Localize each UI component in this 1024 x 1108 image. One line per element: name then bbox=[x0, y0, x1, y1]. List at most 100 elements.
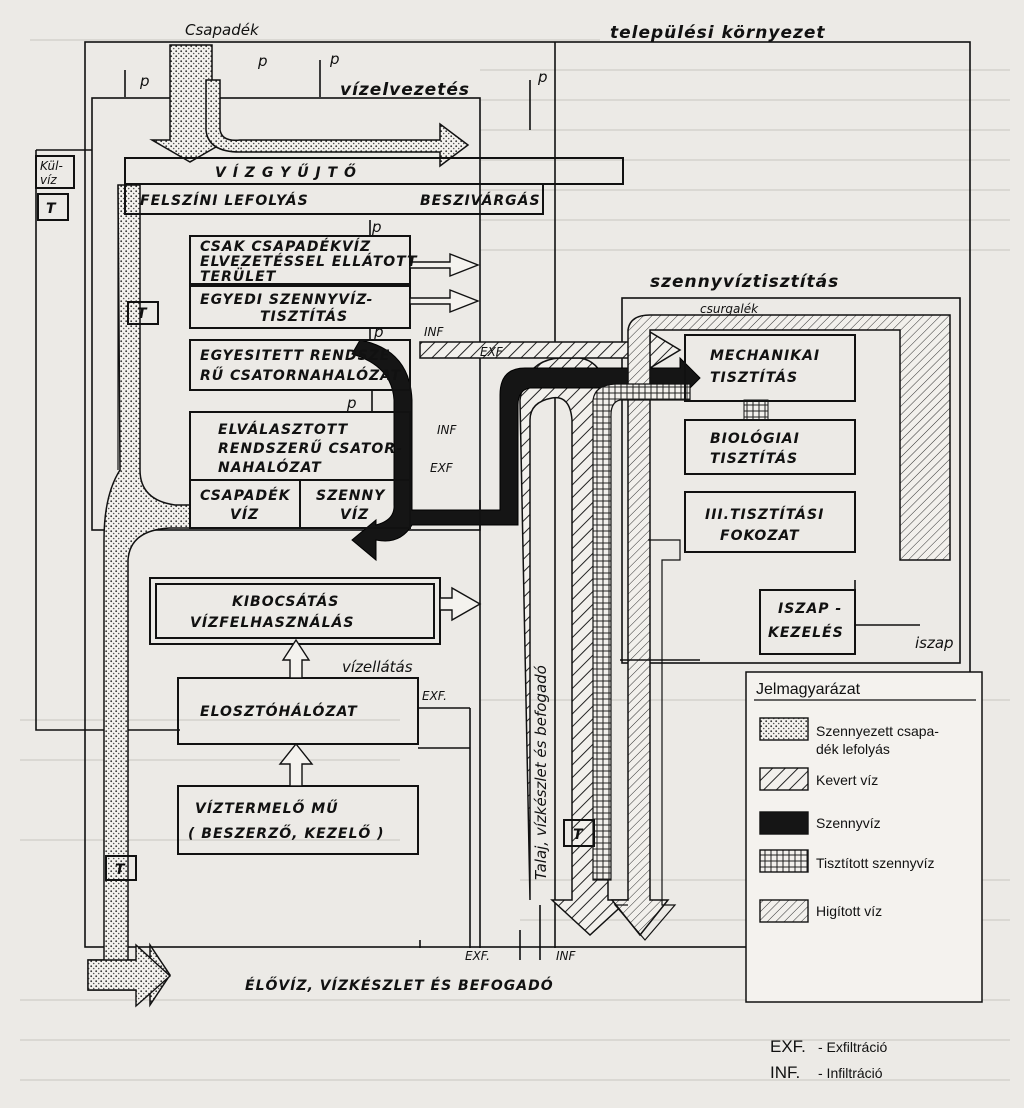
waterworks-label-2: ( BESZERZŐ, KEZELŐ ) bbox=[188, 824, 385, 842]
t-marker-1 bbox=[37, 193, 69, 221]
water-supply-label: vízellátás bbox=[342, 658, 413, 676]
csurgalek-label: csurgalék bbox=[700, 302, 759, 316]
river-outflow-arrow bbox=[87, 943, 172, 1008]
kul-viz-label-2: víz bbox=[40, 173, 57, 187]
legend-swatch-dotted bbox=[759, 717, 809, 741]
connector-lines bbox=[124, 60, 920, 960]
combined-label-1: EGYESITETT RENDSZE bbox=[200, 348, 390, 364]
individual-treatment-box bbox=[189, 285, 411, 329]
t-label-1: T bbox=[46, 201, 57, 217]
exf-label-4: EXF. bbox=[465, 949, 490, 963]
biological-label-2: TISZTÍTÁS bbox=[710, 450, 798, 467]
separate-label-3: NAHALÓZAT bbox=[218, 458, 322, 476]
p-label-3: p bbox=[329, 50, 340, 68]
inf-label-2: INF bbox=[437, 423, 458, 437]
exf-label-2: EXF bbox=[430, 461, 454, 475]
wastewater-line bbox=[351, 339, 701, 562]
exf-label-3: EXF. bbox=[422, 689, 447, 703]
separate-label-1: ELVÁLASZTOTT bbox=[218, 421, 349, 438]
tertiary-label-2: FOKOZAT bbox=[720, 528, 800, 544]
abbr-inf-key: INF. bbox=[770, 1063, 800, 1082]
sewage-label-1: SZENNY bbox=[316, 488, 386, 504]
sewage-label-2: VÍZ bbox=[340, 506, 369, 523]
catchment-box bbox=[124, 157, 624, 185]
rain-only-label-3: TERÜLET bbox=[200, 267, 277, 285]
rain-only-label-2: ELVEZETÉSSEL ELLÁTOTT bbox=[200, 253, 418, 270]
individual-label-1: EGYEDI SZENNYVÍZ- bbox=[200, 291, 373, 308]
receiving-water-label: ÉLŐVÍZ, VÍZKÉSZLET ÉS BEFOGADÓ bbox=[245, 976, 554, 994]
sludge-box bbox=[759, 589, 856, 655]
rainwater-label-1: CSAPADÉK bbox=[200, 487, 291, 504]
waterworks-label-1: VÍZTERMELŐ MŰ bbox=[195, 799, 339, 817]
rainfall-label: Csapadék bbox=[185, 21, 260, 39]
emission-label-2: VÍZFELHASZNÁLÁS bbox=[190, 614, 354, 631]
legend-item-1-line-2: dék lefolyás bbox=[816, 741, 890, 757]
abbr-exf-value: - Exfiltráció bbox=[818, 1039, 887, 1055]
legend-item-2: Kevert víz bbox=[816, 772, 878, 788]
biological-label-1: BIOLÓGIAI bbox=[710, 429, 800, 447]
distribution-label: ELOSZTÓHÁLÓZAT bbox=[200, 702, 358, 720]
individual-outflow-arrow bbox=[409, 288, 480, 314]
surface-runoff-label: FELSZÍNI LEFOLYÁS bbox=[140, 192, 309, 209]
individual-label-2: TISZTÍTÁS bbox=[260, 308, 348, 325]
tertiary-box bbox=[684, 491, 856, 553]
sewerage-label: vízelvezetés bbox=[340, 80, 470, 100]
t-marker-3 bbox=[105, 855, 137, 881]
combined-sewer-box bbox=[189, 339, 411, 391]
exf-label-1: EXF bbox=[480, 345, 504, 359]
legend-swatch-hatched bbox=[759, 767, 809, 791]
separate-label-2: RENDSZERŰ CSATOR- bbox=[218, 439, 403, 457]
sewerage-flow-arrow bbox=[205, 79, 470, 168]
kul-viz-label-1: Kül- bbox=[40, 159, 63, 173]
legend-item-3: Szennyvíz bbox=[816, 815, 881, 831]
waterworks-box bbox=[177, 785, 419, 855]
mechanical-box bbox=[684, 334, 856, 402]
abbr-exf-key: EXF. bbox=[770, 1037, 806, 1056]
legend: Jelmagyarázat Szennyezett csapa- dék lef… bbox=[745, 671, 983, 1003]
legend-swatch-diluted bbox=[759, 899, 809, 923]
t-label-2: T bbox=[137, 306, 148, 322]
sludge-label-1: ISZAP - bbox=[778, 601, 842, 617]
emission-box bbox=[149, 577, 441, 645]
kul-viz-box bbox=[35, 155, 75, 189]
sewage-box bbox=[299, 479, 411, 529]
legend-swatch-crosshatch bbox=[759, 849, 809, 873]
legend-title: Jelmagyarázat bbox=[756, 681, 861, 698]
p-label-7: p bbox=[346, 394, 357, 412]
groundwater-label: Talaj, vízkészlet és befogadó bbox=[532, 665, 550, 880]
catchment-label: V Í Z G Y Ű J T Ő bbox=[215, 163, 357, 181]
p-label-4: p bbox=[537, 68, 548, 86]
t-label-3: T bbox=[115, 862, 126, 878]
legend-item-1-line-1: Szennyezett csapa- bbox=[816, 723, 939, 739]
biological-box bbox=[684, 419, 856, 475]
inf-label-3: INF bbox=[556, 949, 577, 963]
t-marker-2 bbox=[127, 301, 159, 325]
combined-label-2: RŰ CSATORNAHALÓZAT bbox=[200, 366, 402, 384]
wastewater-frame bbox=[621, 297, 961, 664]
polluted-runoff-channel bbox=[87, 184, 191, 1008]
treated-wastewater-channel bbox=[592, 383, 691, 881]
infiltration-label: BESZIVÁRGÁS bbox=[420, 192, 541, 209]
inf-label-1: INF bbox=[424, 325, 445, 339]
wastewater-treatment-label: szennyvíztisztítás bbox=[650, 272, 839, 292]
legend-item-4: Tisztított szennyvíz bbox=[816, 855, 935, 871]
emission-outflow-arrow bbox=[439, 586, 482, 622]
iszap-label: iszap bbox=[915, 634, 954, 652]
supply-arrow-1 bbox=[281, 638, 311, 679]
emission-label-1: KIBOCSÁTÁS bbox=[232, 593, 339, 610]
legend-swatch-solid bbox=[759, 811, 809, 835]
settlement-frame bbox=[84, 41, 971, 948]
legend-item-5: Higított víz bbox=[816, 903, 882, 919]
mechanical-label-2: TISZTÍTÁS bbox=[710, 369, 798, 386]
p-label-1: p bbox=[139, 72, 150, 90]
abbr-inf-value: - Infiltráció bbox=[818, 1065, 883, 1081]
settlement-env-label: települési környezet bbox=[610, 23, 826, 43]
t-label-4: T bbox=[573, 827, 584, 843]
diluted-water-channel bbox=[610, 314, 951, 937]
treated-wastewater-link bbox=[743, 399, 769, 421]
mechanical-label-1: MECHANIKAI bbox=[710, 348, 820, 364]
t-marker-4 bbox=[563, 819, 595, 847]
p-label-5: p bbox=[371, 218, 382, 236]
rain-only-outflow-arrow bbox=[409, 252, 480, 278]
